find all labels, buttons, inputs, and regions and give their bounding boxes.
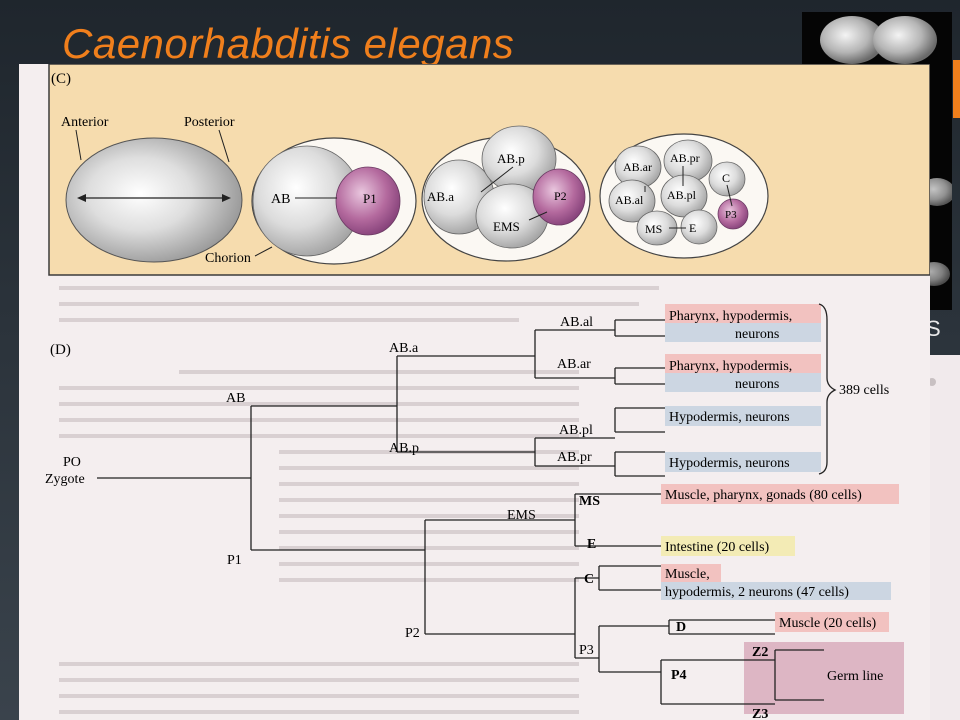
fate-e: Intestine (20 cells) [665,540,770,555]
slide-title: Caenorhabditis elegans [62,20,515,67]
cell-label-ms: MS [645,222,662,236]
panel-c-label: (C) [51,71,71,87]
fate-box-c: Muscle, hypodermis, 2 neurons (47 cells) [661,564,891,600]
cell-label-abp: AB.p [497,151,525,166]
node-d: D [676,620,686,635]
two-cell-embryo: AB P1 Chorion [205,137,417,266]
fate-abpl: Hypodermis, neurons [669,410,790,425]
fate-box-e: Intestine (20 cells) [661,536,795,556]
fate-box-abar: Pharynx, hypodermis, neurons [665,354,821,392]
node-e: E [587,537,596,552]
zygote-embryo [65,137,243,263]
fate-box-ms: Muscle, pharynx, gonads (80 cells) [661,484,899,504]
node-p3: P3 [579,643,594,658]
page-edge-dot [928,378,936,386]
lineage-branches [97,319,824,705]
node-zygote: Zygote [45,472,85,487]
label-anterior: Anterior [61,115,109,130]
label-chorion: Chorion [205,251,251,266]
node-ems: EMS [507,508,536,523]
node-p2: P2 [405,626,420,641]
fate-c-line2: hypodermis, 2 neurons (47 cells) [665,585,849,600]
fate-abal-line2: neurons [735,327,779,342]
panel-d-label: (D) [50,342,71,358]
cell-label-abar: AB.ar [623,160,652,174]
cell-label-c: C [722,171,730,185]
panel-d-lineage-tree: (D) [45,303,904,720]
node-p4: P4 [671,668,687,683]
node-abpl: AB.pl [559,423,593,438]
cell-label-p3: P3 [725,209,737,221]
cell-label-p1: P1 [363,191,377,206]
node-ms: MS [579,494,600,509]
four-cell-embryo: AB.p AB.a P2 EMS [421,125,591,262]
ab-total-brace: 389 cells [818,303,889,475]
fate-box-abal: Pharynx, hypodermis, neurons [665,304,821,342]
node-abal: AB.al [560,315,593,330]
fate-ms: Muscle, pharynx, gonads (80 cells) [665,488,862,503]
fate-abar-line1: Pharynx, hypodermis, [669,359,792,374]
fate-box-abpl: Hypodermis, neurons [665,406,821,426]
cell-label-ems: EMS [493,219,520,234]
node-aba: AB.a [389,341,419,356]
orange-accent-bar [953,60,960,118]
page-edge-strip [930,355,960,720]
fate-box-abpr: Hypodermis, neurons [665,452,821,472]
fate-box-d: Muscle (20 cells) [775,612,889,632]
germ-line-box: Z2 Z3 Germ line [744,642,904,720]
fate-abar-line2: neurons [735,377,779,392]
fate-c-line1: Muscle, [665,567,710,582]
cell-label-p2: P2 [554,189,567,203]
eight-cell-embryo: AB.ar AB.pr AB.al AB.pl C P3 MS E [599,133,769,259]
cell-label-e: E [689,221,696,235]
label-posterior: Posterior [184,115,235,130]
node-po: PO [63,455,81,470]
node-z2: Z2 [752,645,768,660]
textbook-figure-scan: (C) Anterior Posterior AB P1 Cho [19,64,930,720]
background-text-lines [59,286,659,714]
node-abp: AB.p [389,441,419,456]
cell-label-ab: AB [271,192,290,207]
fate-abal-line1: Pharynx, hypodermis, [669,309,792,324]
panel-c: (C) Anterior Posterior AB P1 Cho [48,64,930,276]
ab-total-count: 389 cells [839,383,889,398]
cell-label-abpl: AB.pl [667,188,697,202]
node-z3: Z3 [752,707,768,720]
node-abar: AB.ar [557,357,591,372]
fate-abpr: Hypodermis, neurons [669,456,790,471]
node-abpr: AB.pr [557,450,592,465]
two-cell-embryo-image [820,16,937,64]
cell-label-abal: AB.al [615,193,644,207]
node-ab: AB [226,391,245,406]
node-c: C [584,572,594,587]
node-p1: P1 [227,553,242,568]
cell-label-abpr: AB.pr [670,151,700,165]
cell-label-aba: AB.a [427,189,454,204]
fate-germ-line: Germ line [827,669,883,684]
fate-d: Muscle (20 cells) [779,616,877,631]
